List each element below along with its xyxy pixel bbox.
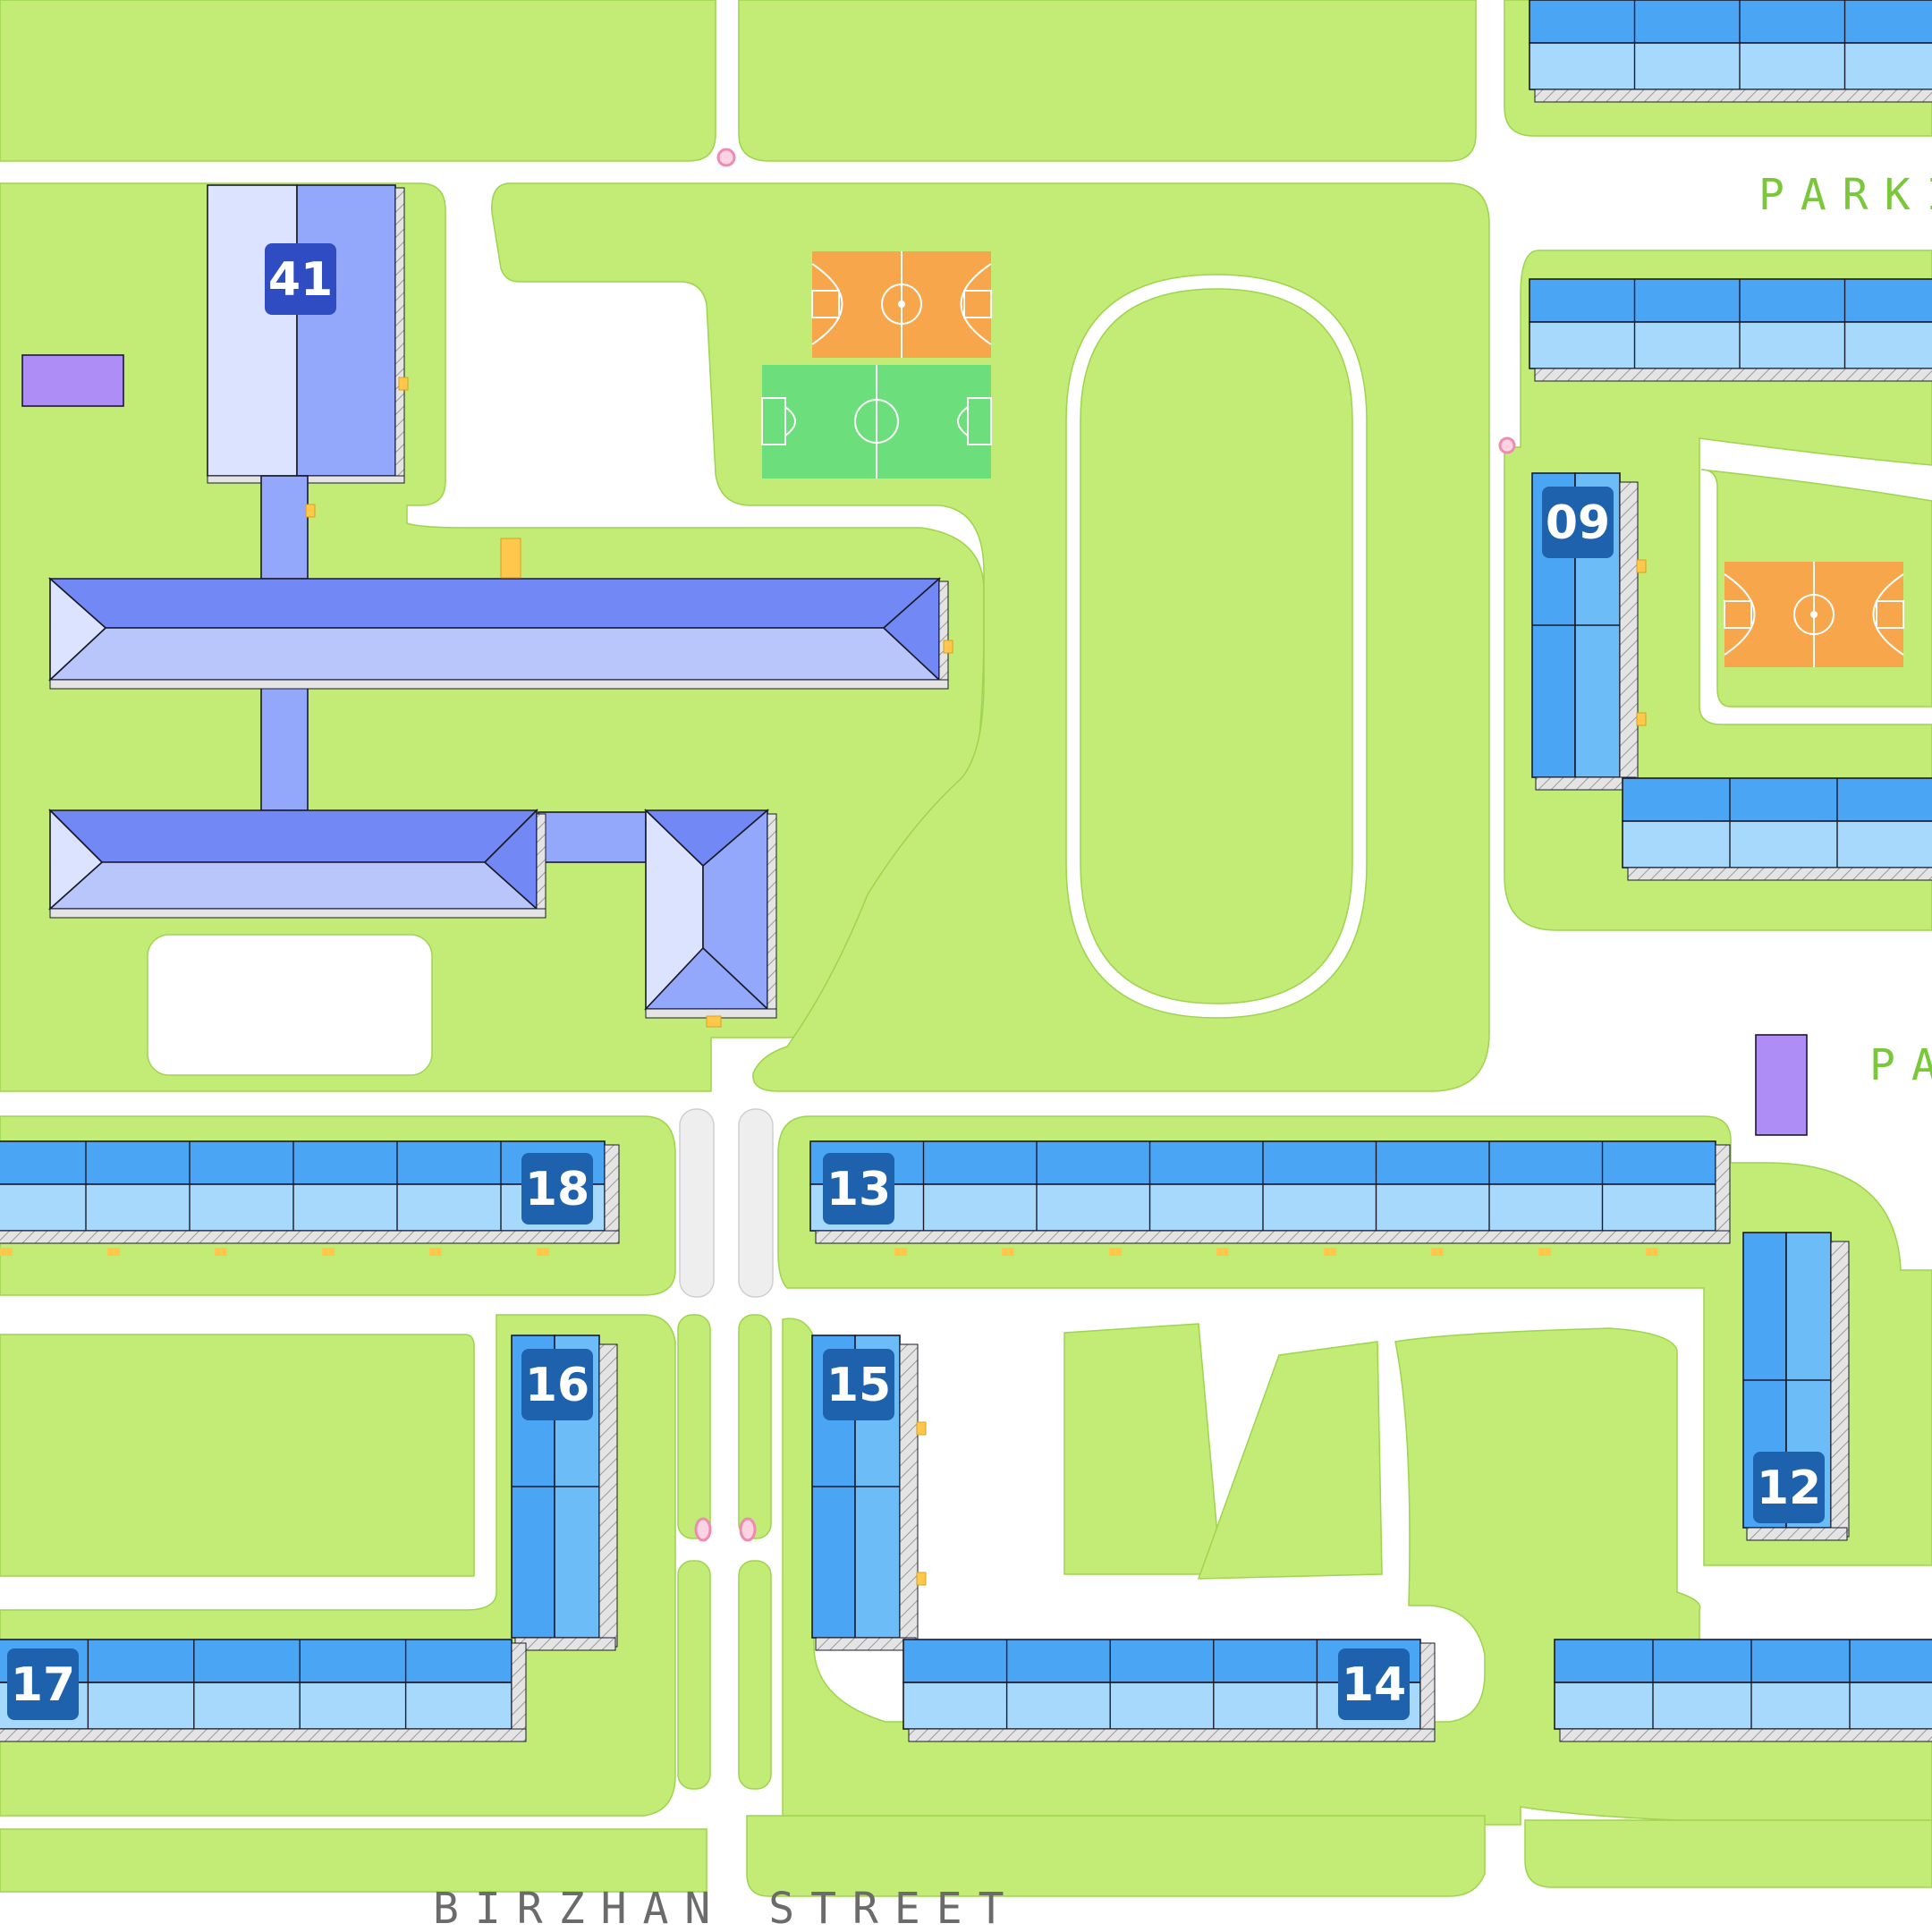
residential-block-top-right-1[interactable] xyxy=(1529,0,1932,103)
entrance-marker xyxy=(1431,1248,1444,1256)
entrance-marker xyxy=(1109,1248,1122,1256)
school-grounds-east xyxy=(491,182,1490,1092)
crossing-icon xyxy=(1498,436,1516,454)
grass-bottom-1 xyxy=(0,1828,708,1893)
basketball-court-east[interactable] xyxy=(1724,562,1904,667)
entrance-marker xyxy=(1636,559,1647,573)
street-label-park-top: PARKI xyxy=(1758,170,1932,220)
building-label-16[interactable]: 16 xyxy=(521,1349,593,1420)
grass-wedge-1 xyxy=(1063,1323,1222,1575)
entrance-marker xyxy=(706,1015,722,1028)
basketball-court[interactable] xyxy=(811,251,992,358)
svg-text:13: 13 xyxy=(826,1163,891,1216)
grass-top-left xyxy=(0,0,716,162)
entrance-marker xyxy=(500,538,521,579)
median-grass-east xyxy=(738,1314,772,1539)
grass-wedge-2 xyxy=(1197,1341,1383,1580)
entrance-marker xyxy=(943,640,953,654)
building-label-18[interactable]: 18 xyxy=(521,1153,593,1224)
building-label-12[interactable]: 12 xyxy=(1753,1452,1825,1523)
svg-text:18: 18 xyxy=(525,1163,589,1216)
entrance-marker xyxy=(916,1421,927,1436)
svg-text:12: 12 xyxy=(1757,1462,1821,1515)
entrance-markers xyxy=(0,377,1658,1586)
entrance-marker xyxy=(1216,1248,1229,1256)
entrance-marker xyxy=(322,1248,335,1256)
entrance-marker xyxy=(894,1248,907,1256)
entrance-marker xyxy=(429,1248,442,1256)
svg-text:14: 14 xyxy=(1342,1658,1406,1712)
median-island-east xyxy=(738,1108,774,1298)
crossing-icon xyxy=(739,1517,757,1542)
svg-text:16: 16 xyxy=(525,1359,589,1412)
median-grass-west xyxy=(677,1314,711,1539)
entrance-marker xyxy=(1538,1248,1551,1256)
crossing-icon xyxy=(716,148,736,167)
pedestrian-crossings xyxy=(694,148,1516,1542)
building-label-15[interactable]: 15 xyxy=(823,1349,894,1420)
entrance-marker xyxy=(1002,1248,1014,1256)
building-label-13[interactable]: 13 xyxy=(823,1153,894,1224)
entrance-marker xyxy=(1646,1248,1658,1256)
utility-building-west[interactable] xyxy=(21,354,124,407)
grass-bottom-3 xyxy=(1524,1819,1932,1888)
residential-block-13[interactable] xyxy=(809,1140,1731,1244)
street-label-birzhan: BIRZHAN STREET xyxy=(433,1884,1021,1932)
entrance-marker xyxy=(537,1248,549,1256)
crossing-icon xyxy=(694,1517,712,1542)
residential-block-17[interactable] xyxy=(0,1639,527,1742)
entrance-marker xyxy=(1636,712,1647,726)
entrance-marker xyxy=(0,1248,13,1256)
residential-block-09-south[interactable] xyxy=(1622,777,1932,881)
building-label-41[interactable]: 41 xyxy=(265,243,336,315)
grass-bottom-2 xyxy=(746,1815,1486,1897)
residential-block-top-right-2[interactable] xyxy=(1529,278,1932,382)
entrance-marker xyxy=(398,377,409,391)
grass-top-center xyxy=(738,0,1477,162)
svg-text:09: 09 xyxy=(1546,496,1610,550)
building-label-09[interactable]: 09 xyxy=(1542,487,1614,558)
entrance-marker xyxy=(215,1248,227,1256)
residential-block-bottom-right[interactable] xyxy=(1554,1639,1932,1742)
entrance-marker xyxy=(107,1248,120,1256)
residential-block-14[interactable] xyxy=(902,1639,1436,1742)
svg-text:17: 17 xyxy=(11,1658,75,1712)
svg-text:41: 41 xyxy=(268,253,333,307)
utility-building-east[interactable] xyxy=(1755,1034,1808,1136)
residential-block-18[interactable] xyxy=(0,1140,620,1244)
svg-text:15: 15 xyxy=(826,1359,891,1412)
residential-blocks[interactable] xyxy=(0,0,1932,1742)
building-label-14[interactable]: 14 xyxy=(1338,1648,1410,1720)
running-track xyxy=(1066,274,1367,1019)
street-label-park-mid: PA xyxy=(1869,1040,1932,1090)
football-pitch[interactable] xyxy=(761,365,992,479)
entrance-marker xyxy=(916,1572,927,1586)
entrance-marker xyxy=(1324,1248,1336,1256)
median-island-west xyxy=(679,1108,715,1298)
entrance-marker xyxy=(305,504,316,518)
building-label-17[interactable]: 17 xyxy=(7,1648,79,1720)
school-courtyard xyxy=(147,934,433,1076)
school-complex[interactable] xyxy=(47,184,949,1019)
grass-lower-west-1 xyxy=(0,1334,475,1577)
